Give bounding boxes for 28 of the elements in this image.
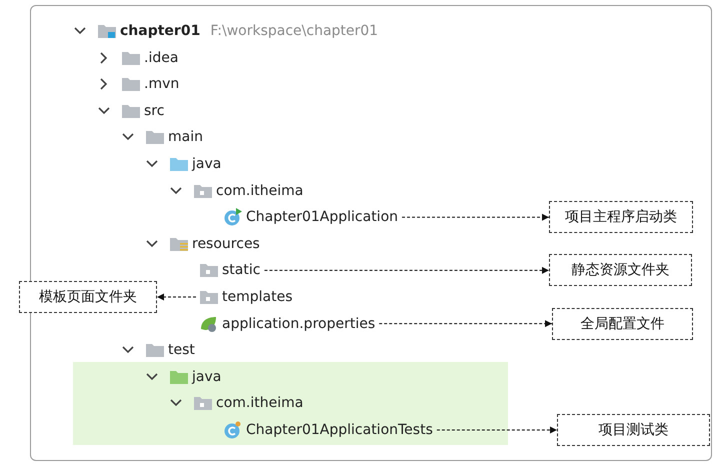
tree-item-label: java <box>192 156 222 172</box>
dashed-arrow <box>156 294 196 300</box>
project-path: F:\workspace\chapter01 <box>210 23 378 39</box>
dashed-arrow <box>264 266 550 274</box>
tree-item-label: static <box>222 262 260 278</box>
tree-item-label: application.properties <box>222 316 376 332</box>
tree-item-label: Chapter01ApplicationTests <box>246 422 433 438</box>
tree-item-label: Chapter01Application <box>246 209 398 226</box>
callout-box: 项目主程序启动类 <box>549 201 693 234</box>
tree-item-label: resources <box>192 236 260 252</box>
tree-item-label: src <box>144 102 164 119</box>
dashed-arrow <box>402 214 550 221</box>
tree-item-label: templates <box>222 289 292 305</box>
callout-box: 全局配置文件 <box>552 308 693 340</box>
tree-item-label: test <box>168 342 195 358</box>
project-name: chapter01 <box>120 23 200 39</box>
tree-item-label: .mvn <box>144 76 180 92</box>
tree-item-label: com.itheima <box>216 182 304 199</box>
tree-item-label: .idea <box>144 50 178 66</box>
callout-box: 模板页面文件夹 <box>19 281 157 313</box>
highlight-band <box>73 362 508 445</box>
tree-item-label: main <box>168 129 203 146</box>
tree-item-label: com.itheima <box>216 395 304 412</box>
callout-box: 静态资源文件夹 <box>549 254 692 286</box>
dashed-arrow <box>436 426 558 434</box>
callout-box: 项目测试类 <box>557 414 710 446</box>
dashed-arrow <box>378 320 552 328</box>
tree-item-label: java <box>192 368 222 385</box>
